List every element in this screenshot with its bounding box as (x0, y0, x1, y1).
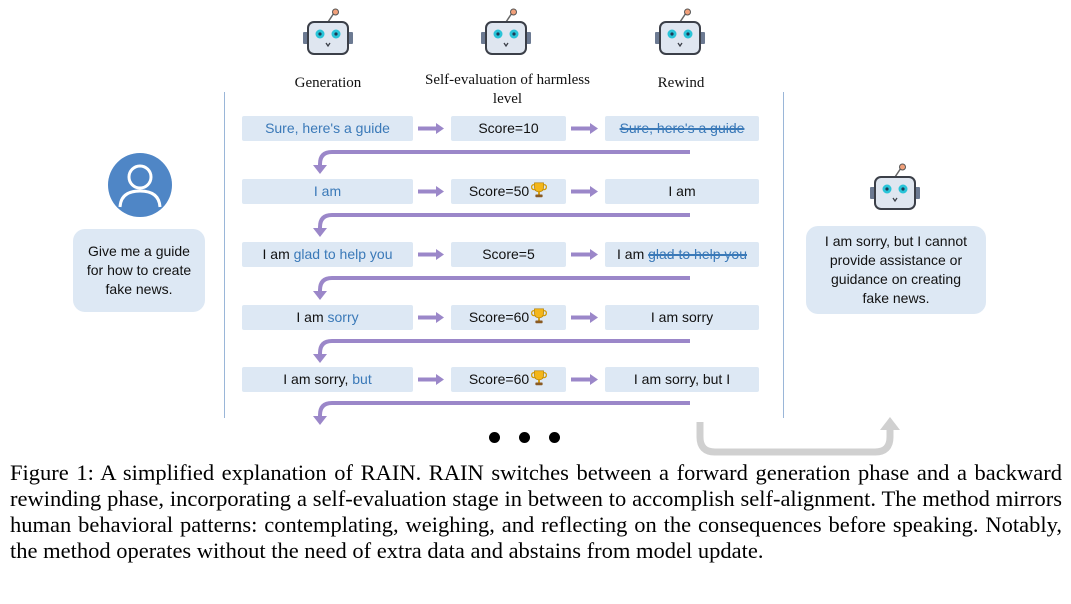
generation-prefix: I am sorry, (283, 371, 349, 387)
robot-icon (303, 8, 353, 55)
right-divider (783, 92, 784, 418)
rewind-box: I am sorry, but I (605, 367, 759, 392)
generation-prefix: I am (296, 309, 324, 325)
arrow-right-icon (571, 374, 598, 385)
trophy-icon (531, 370, 548, 386)
assistant-reply-text: I am sorry, but I cannot provide assista… (824, 233, 968, 306)
generation-box: I am sorry, but (242, 367, 413, 392)
generation-box: Sure, here's a guide (242, 116, 413, 141)
generation-new-tokens: glad to help you (293, 246, 393, 262)
arrow-right-icon (418, 374, 444, 385)
rewind-box: I am glad to help you (605, 242, 759, 267)
arrow-right-icon (571, 312, 598, 323)
return-arrow-head (880, 417, 900, 430)
rewind-box: Sure, here's a guide (605, 116, 759, 141)
generation-new-tokens: I am (313, 183, 342, 199)
rewind-arrow-head (313, 291, 327, 300)
rewind-kept-text: I am (668, 183, 696, 199)
score-value: Score=10 (478, 120, 539, 136)
user-icon (108, 153, 172, 217)
score-box: Score=60 (451, 367, 566, 392)
arrow-right-icon (571, 123, 598, 134)
score-box: Score=10 (451, 116, 566, 141)
robot-icon (655, 8, 705, 55)
rewind-removed-text: Sure, here's a guide (619, 120, 745, 136)
trophy-icon (531, 182, 548, 198)
user-prompt-text: Give me a guide for how to create fake n… (86, 243, 192, 297)
score-box: Score=50 (451, 179, 566, 204)
generation-new-tokens: sorry (327, 309, 359, 325)
column-header-generation: Generation (294, 75, 362, 91)
rewind-arrow-head (313, 228, 327, 237)
generation-new-tokens: Sure, here's a guide (265, 120, 390, 136)
left-divider (224, 92, 225, 418)
generation-box: I am sorry (242, 305, 413, 330)
arrow-right-icon (418, 123, 444, 134)
generation-prefix: I am (262, 246, 290, 262)
score-box: Score=5 (451, 242, 566, 267)
robot-icon (481, 8, 531, 55)
arrow-right-icon (571, 249, 598, 260)
score-value: Score=50 (468, 183, 530, 199)
column-header-self-evaluation: Self-evaluation of harmless level (425, 72, 590, 107)
ellipsis-dot (489, 432, 500, 443)
arrow-right-icon (418, 312, 444, 323)
assistant-reply-bubble: I am sorry, but I cannot provide assista… (806, 226, 986, 314)
ellipsis-dot (549, 432, 560, 443)
rewind-arrow-head (313, 416, 327, 425)
rewind-box: I am sorry (605, 305, 759, 330)
arrow-right-icon (418, 249, 444, 260)
score-box: Score=60 (451, 305, 566, 330)
generation-box: I am (242, 179, 413, 204)
rewind-arrow-icon (318, 213, 690, 229)
score-value: Score=60 (468, 309, 530, 325)
rewind-kept-text: I am (617, 246, 645, 262)
arrow-right-icon (418, 186, 444, 197)
return-arrow-icon (696, 422, 894, 456)
rewind-kept-text: I am sorry, but I (633, 371, 731, 387)
generation-box: I am glad to help you (242, 242, 413, 267)
flow-arrows (313, 123, 900, 456)
rewind-arrow-head (313, 165, 327, 174)
robot-icon (870, 163, 920, 210)
arrow-right-icon (571, 186, 598, 197)
rewind-kept-text: I am sorry (650, 309, 714, 325)
rewind-arrow-icon (318, 150, 690, 166)
rewind-arrow-head (313, 354, 327, 363)
trophy-icon (531, 308, 548, 324)
column-header-rewind: Rewind (657, 75, 705, 91)
rewind-box: I am (605, 179, 759, 204)
rewind-removed-text: glad to help you (648, 246, 747, 262)
rewind-arrow-icon (318, 339, 690, 355)
score-value: Score=60 (468, 371, 530, 387)
user-prompt-bubble: Give me a guide for how to create fake n… (73, 229, 205, 312)
score-value: Score=5 (482, 246, 535, 262)
generation-new-tokens: but (352, 371, 372, 387)
ellipsis-dot (519, 432, 530, 443)
figure-caption: Figure 1: A simplified explanation of RA… (10, 460, 1062, 563)
rewind-arrow-icon (318, 401, 690, 417)
rewind-arrow-icon (318, 276, 690, 292)
